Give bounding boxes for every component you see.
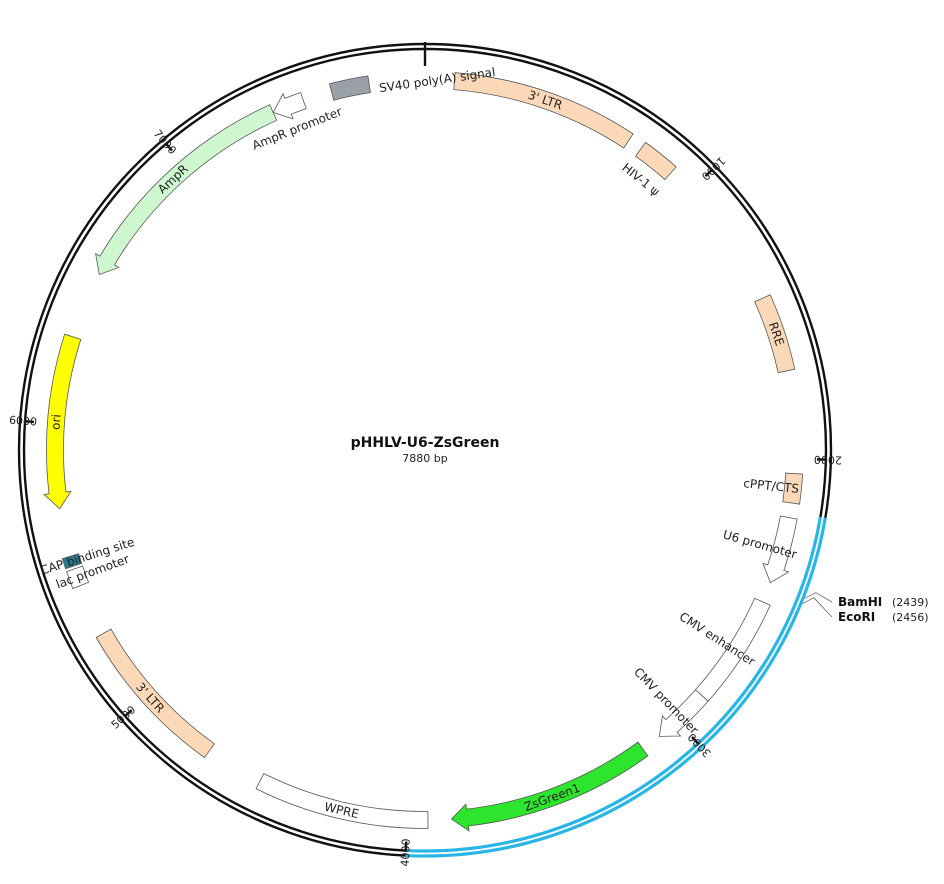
highlighted-region [405, 516, 827, 858]
feature-label-rre: RRE [766, 320, 787, 347]
highlight-inner-arc [405, 516, 822, 853]
feature-psi [635, 141, 677, 181]
feature-wpre [255, 772, 429, 829]
tick-1000 [704, 169, 713, 178]
features [43, 72, 804, 832]
tick-label-4000: 4000 [399, 838, 413, 867]
site-line-ecori [801, 597, 833, 618]
feature-cap [61, 553, 83, 570]
tick-5000 [124, 709, 133, 717]
tick-label-6000: 6000 [9, 414, 38, 429]
feature-lac [66, 565, 90, 590]
site-pos-ecori: (2456) [892, 611, 929, 624]
feature-rre [754, 294, 796, 374]
tick-3000 [691, 736, 700, 745]
plasmid-name: pHHLV-U6-ZsGreen [351, 435, 500, 451]
feature-cmvprom [658, 689, 709, 737]
feature-sv40 [328, 75, 371, 101]
feature-amprprom [272, 92, 307, 120]
site-name-bamhi: BamHI [838, 595, 882, 609]
feature-u6 [762, 515, 798, 584]
feature-ori [43, 333, 82, 510]
site-pos-bamhi: (2439) [892, 596, 929, 609]
feature-ltr3 [95, 628, 215, 759]
site-name-ecori: EcoRI [838, 610, 875, 624]
highlight-outer-arc [405, 517, 827, 858]
feature-ampr [95, 104, 278, 275]
plasmid-length: 7880 bp [402, 452, 447, 465]
feature-ltr5 [453, 72, 634, 149]
tick-7000 [165, 142, 173, 152]
feature-cppt [782, 472, 804, 505]
feature-zsg [450, 741, 649, 832]
tick-6000 [24, 420, 35, 424]
restriction-sites: BamHI (2439) EcoRI (2456) [801, 592, 929, 624]
feature-label-cppt: cPPT/CTS [743, 476, 800, 496]
feature-label-ori: ori [48, 414, 63, 431]
tick-label-2000: 2000 [814, 453, 842, 467]
tick-label-1000: 1000 [699, 154, 728, 183]
site-line-bamhi [803, 592, 833, 603]
